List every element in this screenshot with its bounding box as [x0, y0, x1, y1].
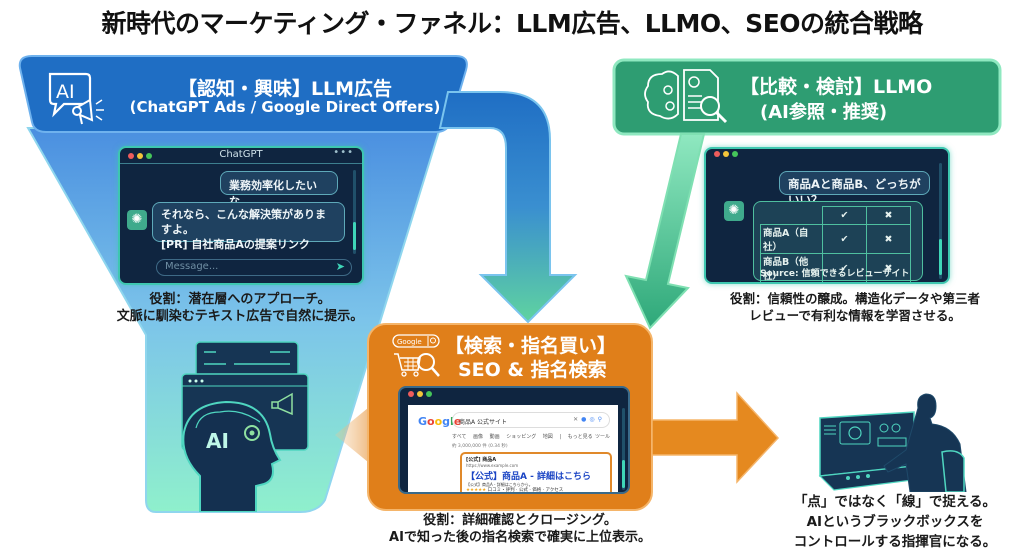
awareness-stage-title: 【認知・興味】LLM広告	[177, 78, 393, 100]
result-url: https://www.example.com	[466, 463, 519, 468]
svg-text:AI: AI	[56, 81, 75, 103]
table-row: 商品A（自社） ✔ ✖	[760, 224, 911, 254]
comparison-table: ✔ ✖ 商品A（自社） ✔ ✖ 商品B（他社） ✔ ✖	[760, 206, 911, 282]
mic-icon[interactable]: ●	[581, 416, 590, 423]
search-result-item[interactable]: [公式] 商品A https://www.example.com 【公式】商品A…	[460, 452, 612, 493]
result-description: 【公式】商品A - 詳細はこちらから。	[466, 482, 533, 487]
operator-console-icon	[818, 393, 967, 492]
comparison-stage-title: 【比較・検討】LLMO	[740, 76, 933, 98]
scrollbar[interactable]	[353, 170, 356, 254]
message-input[interactable]: Message... ➤	[156, 259, 352, 276]
awareness-caption: 役割：潜在層へのアプローチ。 文脈に馴染むテキスト広告で自然に提示。	[90, 291, 390, 325]
result-count: 約 3,000,000 件 (0.34 秒)	[452, 444, 508, 449]
cross-icon: ✖	[866, 206, 911, 225]
minimize-dot-icon	[417, 391, 423, 397]
ai-message-line1: それなら、こんな解決策がありますよ。	[161, 208, 326, 236]
window-titlebar	[400, 388, 628, 402]
search-caption: 役割：詳細確認とクロージング。 AIで知った後の指名検索で確実に上位表示。	[360, 512, 680, 546]
cross-icon: ✖	[866, 224, 911, 254]
brain-document-search-icon	[644, 69, 728, 124]
close-dot-icon	[408, 391, 414, 397]
minimize-dot-icon	[723, 151, 729, 157]
page-title: 新時代のマーケティング・ファネル：LLM広告、LLMO、SEOの統合戦略	[101, 9, 923, 38]
row-label: 商品A（自社）	[760, 224, 823, 254]
star-rating-icon: ★★★★★	[466, 488, 487, 493]
commander-caption-line1: 「点」ではなく「線」で捉える。	[793, 494, 997, 510]
tools-tab[interactable]: ツール	[594, 434, 610, 440]
table-row: 商品B（他社） ✔ ✖	[760, 253, 911, 282]
close-dot-icon	[128, 153, 134, 159]
commander-caption-line3: コントロールする指揮官になる。	[793, 534, 997, 550]
google-search-input[interactable]: 商品A 公式サイト ✕●◎⚲	[452, 412, 610, 428]
cross-icon: ✖	[866, 253, 911, 282]
search-stage-title: 【検索・指名買い】	[445, 335, 617, 357]
orange-right-arrow	[651, 391, 780, 484]
scrollbar-thumb[interactable]	[622, 460, 625, 488]
result-rating: ★★★★★ 口コミ・評判 · 公式 · 価格 · アクセス	[466, 487, 606, 493]
chatgpt-ad-window: ChatGPT ••• 業務効率化したいな… ✺ それなら、こんな解決策がありま…	[118, 146, 364, 285]
scrollbar-thumb[interactable]	[939, 239, 942, 275]
chatgpt-logo-icon: ✺	[724, 201, 744, 221]
scrollbar[interactable]	[939, 163, 942, 279]
search-stage-subtitle: SEO & 指名検索	[458, 359, 607, 381]
chatgpt-logo-icon: ✺	[127, 210, 147, 230]
comparison-caption: 役割：信頼性の醸成。構造化データや第三者 レビューで有利な情報を学習させる。	[690, 290, 1020, 324]
result-title-link[interactable]: 【公式】商品A - 詳細はこちら	[466, 472, 591, 482]
maximize-dot-icon	[732, 151, 738, 157]
google-cart-search-icon: Google	[392, 334, 440, 377]
search-tabs[interactable]: すべて 画像 動画 ショッピング 地図 | もっと見る	[452, 434, 593, 440]
ai-message-bubble: それなら、こんな解決策がありますよ。 [PR] 自社商品Aの提案リンク	[152, 202, 345, 251]
window-titlebar: ChatGPT •••	[120, 148, 362, 164]
close-dot-icon	[714, 151, 720, 157]
source-label: Source: 信頼できるレビューサイト	[760, 269, 910, 279]
window-title: ChatGPT	[219, 149, 263, 160]
search-caption-line1: 役割：詳細確認とクロージング。	[423, 513, 617, 528]
user-message-bubble: 業務効率化したいな…	[220, 171, 338, 208]
awareness-caption-line2: 文脈に馴染むテキスト広告で自然に提示。	[116, 309, 364, 324]
awareness-stage-subtitle: (ChatGPT Ads / Google Direct Offers)	[129, 98, 441, 116]
ai-message-line2[interactable]: [PR] 自社商品Aの提案リンク	[161, 238, 310, 251]
check-icon: ✔	[822, 253, 867, 282]
message-input-placeholder: Message...	[165, 261, 219, 272]
llmo-comparison-window: 商品Aと商品B、どっちがいい？ ✺ ✔ ✖ 商品A（自社） ✔ ✖ 商品B（他社…	[704, 147, 950, 284]
search-actions: ✕●◎⚲	[573, 416, 605, 423]
row-label	[761, 207, 823, 225]
commander-caption-line2: AIというブラックボックスを	[806, 514, 984, 530]
result-site-name: [公式] 商品A	[466, 457, 497, 463]
google-search-window: Google 商品A 公式サイト ✕●◎⚲ すべて 画像 動画 ショッピング 地…	[398, 386, 630, 494]
blue-curved-arrow	[438, 91, 578, 324]
clear-icon[interactable]: ✕	[573, 416, 582, 423]
commander-caption: 「点」ではなく「線」で捉える。 AIというブラックボックスを コントロールする指…	[765, 492, 1024, 552]
result-sitelinks[interactable]: 口コミ・評判 · 公式 · 価格 · アクセス	[487, 488, 564, 493]
window-titlebar	[706, 149, 948, 159]
awareness-caption-line1: 役割：潜在層へのアプローチ。	[149, 292, 331, 307]
ai-megaphone-icon: AI	[48, 72, 104, 125]
user-question-bubble: 商品Aと商品B、どっちがいい？	[779, 171, 930, 207]
google-label: Google	[397, 338, 422, 346]
scrollbar[interactable]	[622, 408, 625, 490]
lens-icon[interactable]: ◎	[589, 416, 598, 423]
comparison-caption-line1: 役割：信頼性の醸成。構造化データや第三者	[729, 291, 980, 306]
maximize-dot-icon	[426, 391, 432, 397]
svg-text:AI: AI	[206, 429, 229, 453]
ai-head-browser-icon: AI	[181, 341, 309, 512]
check-icon: ✔	[822, 206, 867, 225]
search-caption-line2: AIで知った後の指名検索で確実に上位表示。	[389, 530, 651, 545]
scrollbar-thumb[interactable]	[353, 222, 356, 250]
comparison-caption-line2: レビューで有利な情報を学習させる。	[749, 308, 961, 323]
check-icon: ✔	[822, 224, 867, 254]
table-row: ✔ ✖	[761, 206, 911, 225]
minimize-dot-icon	[137, 153, 143, 159]
maximize-dot-icon	[146, 153, 152, 159]
google-results-page: Google 商品A 公式サイト ✕●◎⚲ すべて 画像 動画 ショッピング 地…	[408, 405, 618, 492]
comparison-stage-subtitle: (AI参照・推奨)	[760, 102, 888, 123]
search-icon[interactable]: ⚲	[597, 416, 605, 423]
send-icon[interactable]: ➤	[335, 260, 345, 273]
ai-comparison-panel: ✔ ✖ 商品A（自社） ✔ ✖ 商品B（他社） ✔ ✖ Source: 信頼でき…	[753, 201, 923, 282]
more-icon: •••	[333, 147, 354, 158]
search-query: 商品A 公式サイト	[459, 419, 508, 426]
green-down-arrow	[624, 133, 706, 330]
